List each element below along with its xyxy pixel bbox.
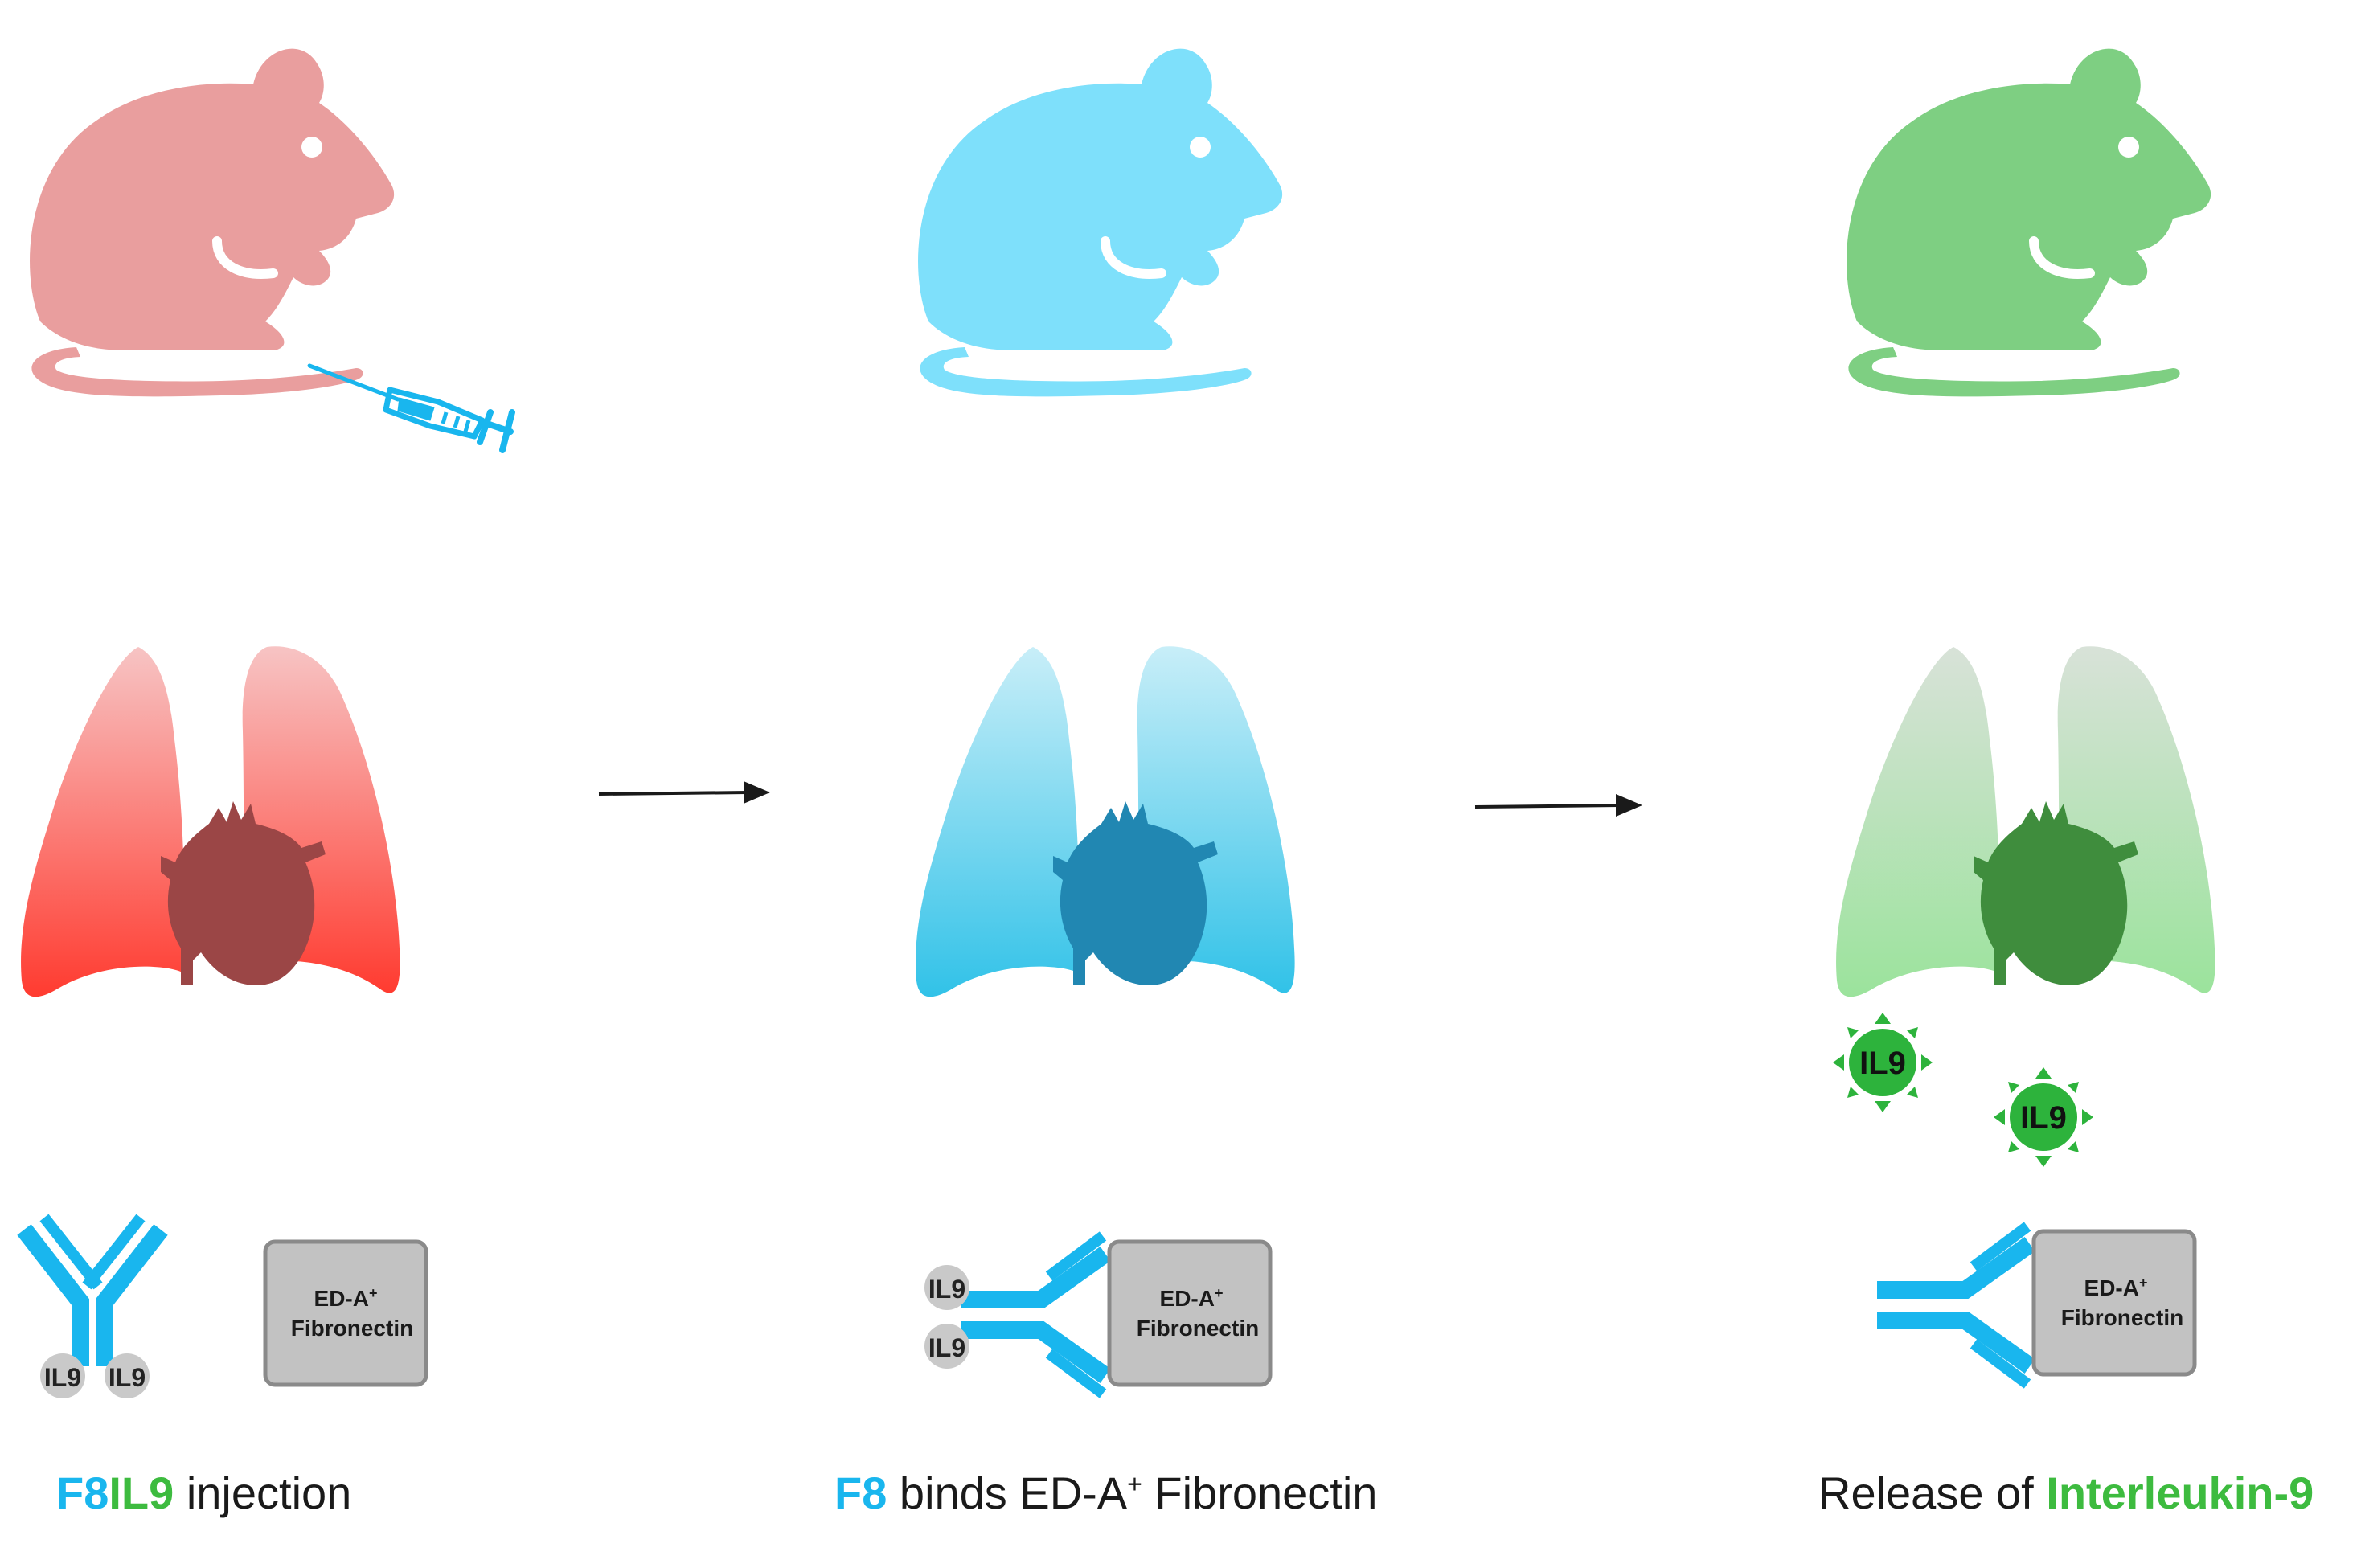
caption-stage1-f8: F8 (56, 1468, 109, 1518)
svg-text:IL9: IL9 (44, 1363, 81, 1392)
svg-text:Fibronectin: Fibronectin (2061, 1305, 2183, 1330)
mouse-eye-stage3 (2118, 137, 2139, 158)
il9-release-2: IL9 (1994, 1067, 2093, 1167)
mouse-icon-stage1 (30, 48, 395, 397)
caption-stage2: F8 binds ED-A+ Fibronectin (834, 1471, 1377, 1516)
arrow-right-icon-2 (1474, 794, 1642, 817)
il9-bound-stage1-left: IL9 (40, 1353, 85, 1398)
mouse-eye-stage1 (301, 137, 322, 158)
antibody-icon-stage1 (17, 1214, 168, 1366)
arrow-right-icon-1 (598, 781, 770, 804)
caption-stage2-sup: + (1127, 1469, 1142, 1499)
il9-release-1: IL9 (1833, 1013, 1933, 1112)
fibronectin-box-stage1: ED-A+ Fibronectin (263, 1239, 428, 1387)
syringe-icon (309, 366, 512, 450)
il9-bound-stage2-top: IL9 (924, 1265, 969, 1310)
mouse-arm-stage3 (2029, 236, 2095, 279)
antibody-icon-stage3 (1877, 1222, 2035, 1389)
svg-text:ED-A+: ED-A+ (314, 1285, 378, 1311)
caption-stage2-f8: F8 (834, 1468, 887, 1518)
caption-stage1-il9: IL9 (109, 1468, 174, 1518)
caption-stage1: F8IL9 injection (56, 1471, 351, 1516)
mouse-arm-stage2 (1101, 236, 1166, 279)
caption-stage3-interleukin: Interleukin-9 (2046, 1468, 2314, 1518)
caption-stage1-text: injection (174, 1468, 352, 1518)
fibronectin-box-stage2: ED-A+ Fibronectin (1107, 1239, 1273, 1387)
caption-stage3-text: Release of (1818, 1468, 2047, 1518)
svg-text:Fibronectin: Fibronectin (291, 1316, 413, 1341)
svg-text:IL9: IL9 (109, 1363, 146, 1392)
mouse-eye-stage2 (1190, 137, 1211, 158)
svg-text:ED-A+: ED-A+ (1160, 1285, 1224, 1311)
caption-stage2-text2: Fibronectin (1142, 1468, 1378, 1518)
il9-release-1-label: IL9 (1859, 1046, 1906, 1081)
il9-release-2-label: IL9 (2020, 1100, 2067, 1136)
antibody-icon-stage2 (961, 1231, 1111, 1398)
il9-bound-stage1-right: IL9 (105, 1353, 150, 1398)
svg-text:ED-A+: ED-A+ (2084, 1275, 2148, 1300)
caption-stage2-text: binds ED-A (887, 1468, 1128, 1518)
mouse-arm-stage1 (212, 236, 278, 279)
svg-text:IL9: IL9 (928, 1275, 965, 1304)
fibronectin-box-stage3: ED-A+ Fibronectin (2031, 1229, 2197, 1377)
caption-stage3: Release of Interleukin-9 (1818, 1471, 2314, 1516)
mouse-icon-stage2 (918, 48, 1283, 397)
svg-text:Fibronectin: Fibronectin (1137, 1316, 1259, 1341)
il9-bound-stage2-bottom: IL9 (924, 1324, 969, 1369)
svg-text:IL9: IL9 (928, 1333, 965, 1362)
mouse-icon-stage3 (1847, 48, 2211, 397)
